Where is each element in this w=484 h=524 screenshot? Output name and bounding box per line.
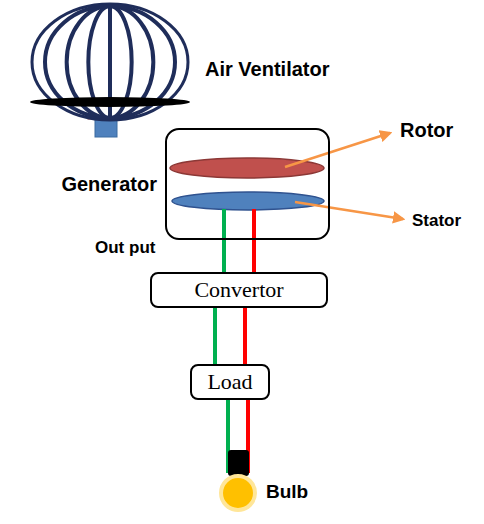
wire <box>252 240 256 272</box>
leader-arrow <box>295 202 403 219</box>
signal-label: Out put <box>95 238 155 258</box>
stator-disc <box>172 192 324 210</box>
wire <box>222 240 226 272</box>
leader-arrow <box>285 133 390 167</box>
wire-pair <box>224 240 254 272</box>
generator-box: Generator <box>165 128 330 240</box>
wire <box>213 308 217 364</box>
bulb-glass <box>221 476 255 510</box>
bulb-socket <box>228 450 249 476</box>
bulb-shape <box>218 473 258 513</box>
output-wire <box>222 209 226 240</box>
node-label: Load <box>207 369 252 395</box>
node-label: Convertor <box>194 277 283 303</box>
output-wire <box>252 209 256 240</box>
part-label: Rotor <box>400 119 453 142</box>
part-label: Stator <box>412 211 461 231</box>
converter-box: Convertor <box>150 272 328 308</box>
bulb-circle: Bulb <box>218 473 258 513</box>
air-ventilator <box>30 4 190 137</box>
part-label: Air Ventilator <box>205 58 329 81</box>
wire-pair <box>215 308 245 364</box>
wire <box>243 308 247 364</box>
vent-base <box>30 97 190 107</box>
node-label: Generator <box>61 173 157 196</box>
node-label: Bulb <box>266 481 308 503</box>
load-box: Load <box>190 364 270 400</box>
